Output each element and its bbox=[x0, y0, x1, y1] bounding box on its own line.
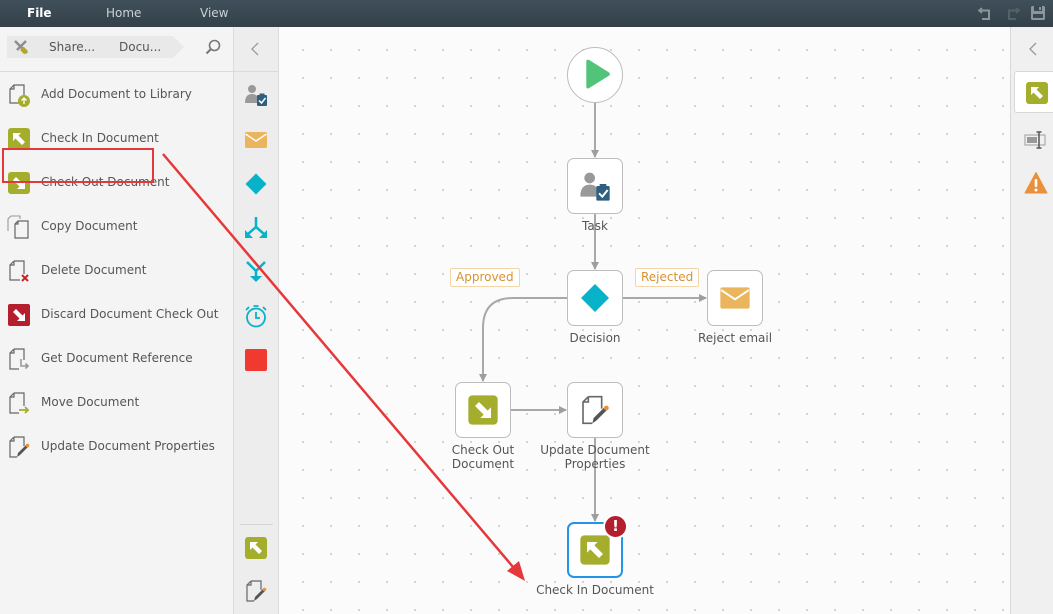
label-line: Update Document bbox=[540, 443, 650, 457]
properties-panel bbox=[1010, 27, 1053, 614]
list-item-delete-document[interactable]: Delete Document bbox=[0, 249, 234, 293]
approved-tag[interactable]: Approved bbox=[450, 268, 520, 287]
breadcrumb: Share... Docu... bbox=[0, 27, 234, 72]
warnings-button[interactable] bbox=[1014, 162, 1053, 204]
check-in-properties-button[interactable] bbox=[1014, 71, 1053, 113]
list-item-label: Discard Document Check Out bbox=[41, 307, 219, 321]
list-item-add-document[interactable]: Add Document to Library bbox=[0, 73, 234, 117]
redo-icon[interactable] bbox=[1003, 4, 1021, 22]
decision-node[interactable] bbox=[567, 270, 623, 326]
tools-icon bbox=[14, 40, 28, 55]
list-item-label: Update Document Properties bbox=[41, 439, 215, 453]
label-properties-button[interactable] bbox=[1014, 119, 1053, 161]
textbox-icon bbox=[1024, 131, 1046, 149]
document-actions-panel: Share... Docu... bbox=[0, 27, 234, 614]
decision-icon bbox=[581, 284, 609, 312]
list-item-update-document-properties[interactable]: Update Document Properties bbox=[0, 425, 234, 469]
task-icon bbox=[580, 172, 610, 201]
update-properties-icon[interactable] bbox=[244, 579, 268, 603]
menu-file[interactable]: File bbox=[27, 6, 52, 20]
label-line: Properties bbox=[564, 457, 626, 471]
list-item-label: Delete Document bbox=[41, 263, 147, 277]
list-item-check-in-document[interactable]: Check In Document bbox=[0, 117, 234, 161]
check-out-node[interactable] bbox=[455, 382, 511, 438]
email-icon[interactable] bbox=[244, 128, 268, 152]
breadcrumb-item[interactable]: Share... bbox=[33, 36, 114, 58]
chevron-left-icon bbox=[251, 42, 259, 56]
merge-icon[interactable] bbox=[244, 260, 268, 284]
list-item-label: Get Document Reference bbox=[41, 351, 193, 365]
collapse-toolbox-button[interactable] bbox=[234, 27, 279, 72]
split-icon[interactable] bbox=[244, 216, 268, 240]
list-item-label: Add Document to Library bbox=[41, 87, 192, 101]
document-reference-icon bbox=[9, 348, 30, 370]
copy-document-icon bbox=[7, 215, 29, 239]
breadcrumb-root[interactable] bbox=[7, 36, 44, 58]
breadcrumb-label: Share... bbox=[49, 40, 96, 54]
delete-document-icon bbox=[9, 260, 29, 282]
decision-icon[interactable] bbox=[244, 172, 268, 196]
check-in-icon[interactable] bbox=[244, 536, 268, 560]
list-item-label: Copy Document bbox=[41, 219, 138, 233]
error-badge[interactable]: ! bbox=[603, 514, 628, 539]
label-line: Check Out bbox=[451, 443, 515, 457]
save-icon[interactable] bbox=[1029, 4, 1047, 22]
node-label-check-out: Check Out Document bbox=[418, 443, 548, 471]
search-icon[interactable] bbox=[204, 38, 222, 56]
email-icon bbox=[720, 287, 750, 309]
move-document-icon bbox=[9, 392, 30, 414]
menu-home[interactable]: Home bbox=[106, 6, 142, 20]
toolbox bbox=[234, 27, 279, 614]
menu-view[interactable]: View bbox=[200, 6, 229, 20]
check-in-icon bbox=[1026, 82, 1048, 104]
rejected-tag[interactable]: Rejected bbox=[635, 268, 700, 287]
list-item-label: Move Document bbox=[41, 395, 140, 409]
list-item-get-document-reference[interactable]: Get Document Reference bbox=[0, 337, 234, 381]
design-canvas[interactable] bbox=[280, 27, 1010, 614]
node-label-update-properties: Update Document Properties bbox=[530, 443, 660, 471]
node-label-decision: Decision bbox=[569, 331, 621, 345]
add-document-icon bbox=[9, 84, 30, 107]
update-properties-node[interactable] bbox=[567, 382, 623, 438]
end-icon[interactable] bbox=[244, 348, 268, 372]
node-label-check-in: Check In Document bbox=[536, 583, 654, 597]
check-in-icon bbox=[580, 535, 610, 565]
list-item-move-document[interactable]: Move Document bbox=[0, 381, 234, 425]
play-icon bbox=[586, 59, 610, 89]
list-item-copy-document[interactable]: Copy Document bbox=[0, 205, 234, 249]
top-menu-bar: File Home View bbox=[0, 0, 1053, 27]
check-out-icon bbox=[468, 395, 498, 425]
list-item-discard-check-out[interactable]: Discard Document Check Out bbox=[0, 293, 234, 337]
warning-icon bbox=[1024, 172, 1048, 194]
task-node[interactable] bbox=[567, 158, 623, 214]
discard-checkout-icon bbox=[8, 304, 30, 326]
update-properties-icon bbox=[582, 395, 609, 425]
task-icon[interactable] bbox=[244, 83, 268, 107]
check-in-icon bbox=[8, 128, 30, 150]
undo-icon[interactable] bbox=[977, 4, 995, 22]
node-label-reject-email: Reject email bbox=[697, 331, 773, 345]
chevron-left-icon[interactable] bbox=[1026, 41, 1042, 57]
start-node[interactable] bbox=[567, 47, 623, 103]
label-line: Document bbox=[451, 457, 515, 471]
node-label-task: Task bbox=[582, 219, 608, 233]
update-properties-icon bbox=[9, 436, 30, 458]
timer-icon[interactable] bbox=[244, 304, 268, 328]
highlight-box bbox=[2, 148, 154, 183]
breadcrumb-label: Docu... bbox=[119, 40, 162, 54]
list-item-label: Check In Document bbox=[41, 131, 159, 145]
toolbox-divider bbox=[240, 524, 273, 525]
reject-email-node[interactable] bbox=[707, 270, 763, 326]
check-out-icon bbox=[8, 172, 30, 194]
